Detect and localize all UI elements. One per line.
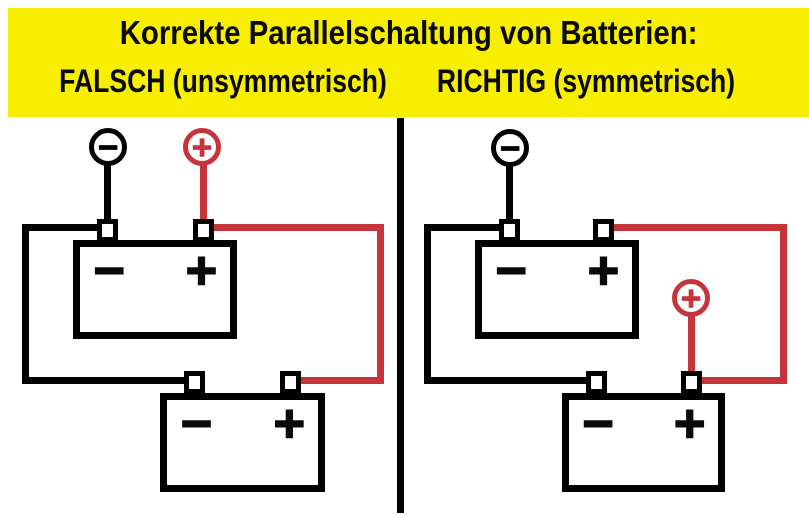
positive-wire-bottom-segment [297, 377, 384, 384]
battery-2-minus-symbol: − [579, 397, 617, 447]
negative-wire-vertical-segment [22, 224, 29, 384]
battery-2: − + [160, 393, 325, 492]
positive-tap-circle: + [672, 279, 710, 317]
battery-2-minus-symbol: − [178, 397, 216, 447]
column-label-richtig: RICHTIG (symmetrisch) [436, 63, 736, 99]
negative-tap-circle: − [89, 128, 127, 166]
positive-tap-stem [200, 160, 207, 222]
battery-1: − + [475, 240, 639, 339]
positive-wire-top-segment [610, 224, 787, 231]
header-banner: Korrekte Parallelschaltung von Batterien… [8, 8, 809, 117]
positive-wire-top-segment [209, 224, 384, 231]
negative-wire-bottom-segment [22, 377, 189, 384]
battery-2: − + [562, 393, 725, 492]
negative-tap-stem [506, 161, 513, 222]
positive-wire-vertical-segment [780, 224, 787, 384]
minus-icon: − [498, 132, 522, 164]
battery-1-negative-terminal-lug [499, 219, 520, 242]
battery-1-minus-symbol: − [492, 244, 530, 294]
column-label-falsch: FALSCH (unsymmetrisch) [59, 63, 387, 99]
battery-1-positive-terminal-lug [193, 219, 214, 242]
negative-tap-stem [104, 160, 111, 222]
battery-2-plus-symbol: + [671, 397, 709, 447]
negative-wire-top-segment [22, 224, 103, 231]
negative-wire-top-segment [424, 224, 505, 231]
battery-2-negative-terminal-lug [184, 371, 205, 394]
positive-tap-circle: + [183, 128, 221, 166]
minus-icon: − [96, 131, 120, 163]
plus-icon: + [190, 131, 214, 163]
plus-icon: + [679, 282, 703, 314]
battery-1-minus-symbol: − [90, 244, 128, 294]
battery-1-plus-symbol: + [183, 244, 221, 294]
battery-1-positive-terminal-lug [593, 219, 614, 242]
battery-1: − + [73, 240, 237, 339]
battery-1-negative-terminal-lug [97, 219, 118, 242]
battery-2-positive-terminal-lug [280, 371, 301, 394]
battery-2-plus-symbol: + [270, 397, 308, 447]
negative-wire-bottom-segment [424, 377, 591, 384]
divider [397, 118, 404, 513]
positive-wire-vertical-segment [377, 224, 384, 384]
battery-1-plus-symbol: + [585, 244, 623, 294]
negative-tap-circle: − [491, 129, 529, 167]
page-title: Korrekte Parallelschaltung von Batterien… [119, 14, 698, 51]
battery-2-negative-terminal-lug [586, 371, 607, 394]
negative-wire-vertical-segment [424, 224, 431, 384]
positive-wire-bottom-segment [698, 377, 787, 384]
battery-2-positive-terminal-lug [681, 371, 702, 394]
positive-tap-stem [688, 313, 695, 373]
